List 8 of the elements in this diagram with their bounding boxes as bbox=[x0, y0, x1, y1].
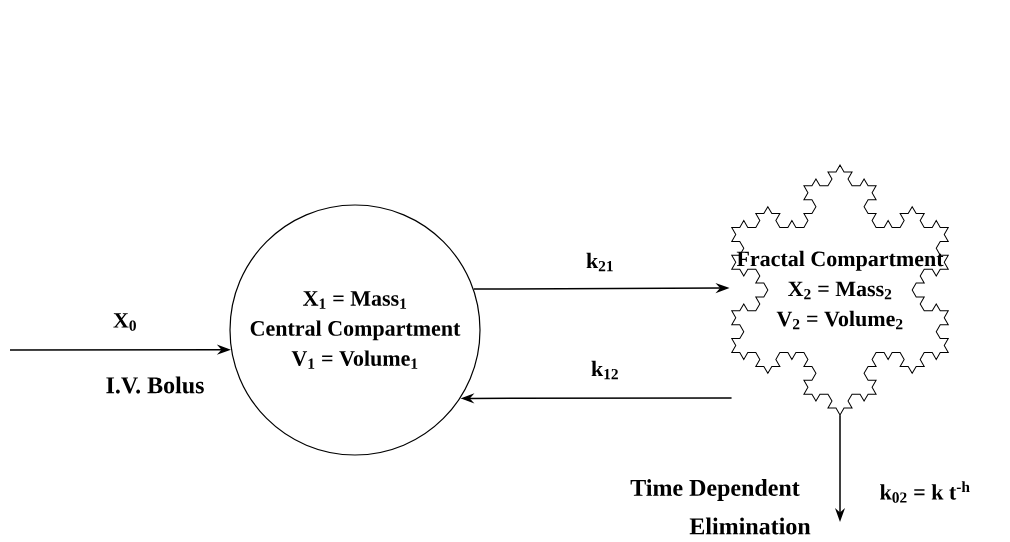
text-label: Elimination bbox=[689, 517, 811, 535]
text-label: Time Dependent bbox=[630, 479, 800, 501]
edge-label: k$_{21}$ bbox=[584, 251, 616, 273]
snowflake-compartment: Fractal Compartment X$_{2}$ = Mass$_{2}$ V$_{2}$ = Volume$_{2}$ bbox=[731, 164, 949, 416]
text-label: I.V. Bolus bbox=[106, 376, 204, 394]
edge-label: X$_{0}$ bbox=[111, 312, 139, 332]
edge-label: k$_{12}$ bbox=[589, 359, 621, 381]
edge-label: k$_{02}$ = k t$^{-h}$ bbox=[878, 480, 972, 504]
